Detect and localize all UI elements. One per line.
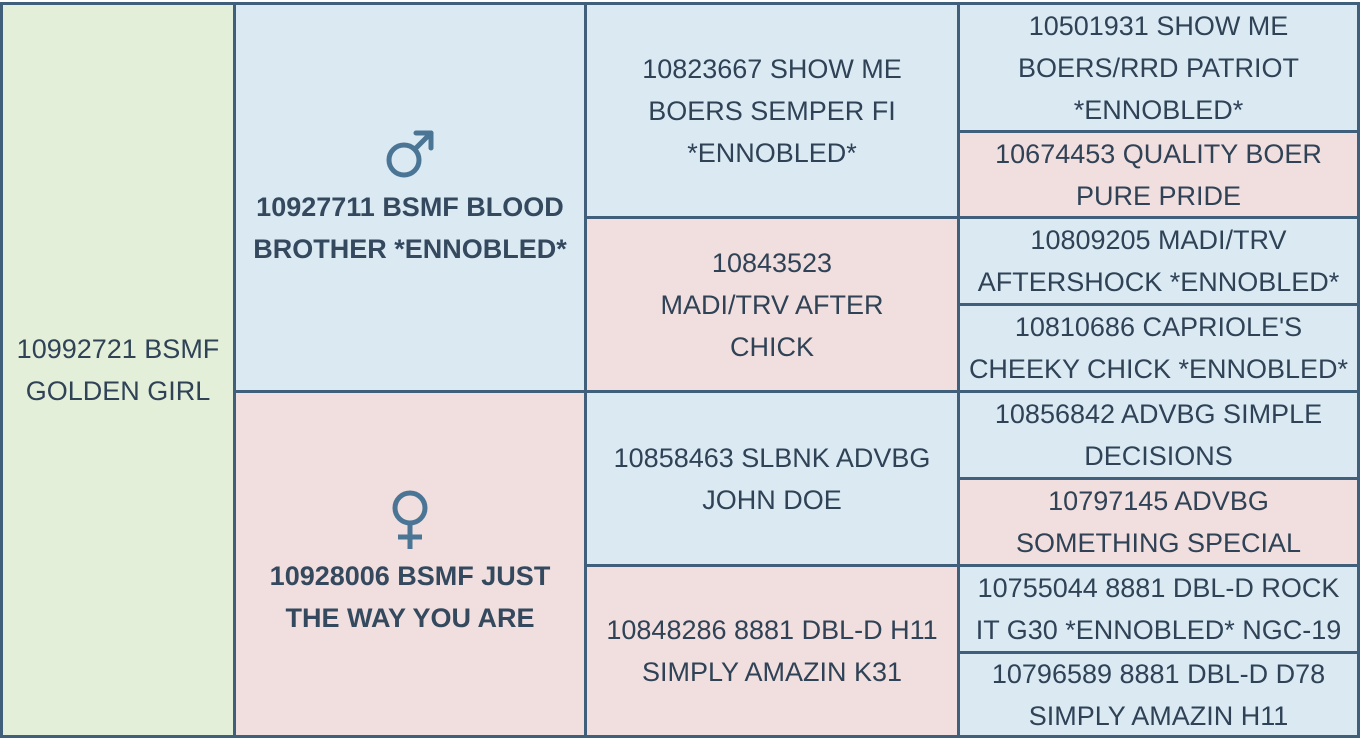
grandparent-cell[interactable]: 10848286 8881 DBL-D H11 SIMPLY AMAZIN K3… xyxy=(584,564,960,738)
grandparent-name: 10858463 SLBNK ADVBG JOHN DOE xyxy=(613,442,931,515)
subject-name: 10992721 BSMF GOLDEN GIRL xyxy=(16,334,220,406)
great-grandparent-cell[interactable]: 10796589 8881 DBL-D D78 SIMPLY AMAZIN H1… xyxy=(957,651,1360,738)
great-grandparent-cell[interactable]: 10856842 ADVBG SIMPLE DECISIONS xyxy=(957,390,1360,480)
male-icon xyxy=(382,126,438,182)
great-grandparent-cell[interactable]: 10755044 8881 DBL-D ROCK IT G30 *ENNOBLE… xyxy=(957,564,1360,654)
great-grandparent-cell[interactable]: 10501931 SHOW ME BOERS/RRD PATRIOT *ENNO… xyxy=(957,2,1360,133)
grandparent-name: 10823667 SHOW ME BOERS SEMPER FI *ENNOBL… xyxy=(642,53,902,168)
great-grandparent-name: 10501931 SHOW ME BOERS/RRD PATRIOT *ENNO… xyxy=(1017,10,1300,125)
great-grandparent-name: 10674453 QUALITY BOER PURE PRIDE xyxy=(995,138,1322,211)
great-grandparent-name: 10810686 CAPRIOLE'S CHEEKY CHICK *ENNOBL… xyxy=(968,312,1349,384)
female-icon xyxy=(388,489,432,551)
great-grandparent-cell[interactable]: 10810686 CAPRIOLE'S CHEEKY CHICK *ENNOBL… xyxy=(957,303,1360,393)
great-grandparent-cell[interactable]: 10797145 ADVBG SOMETHING SPECIAL xyxy=(957,477,1360,567)
grandparent-cell[interactable]: 10843523 MADI/TRV AFTER CHICK xyxy=(584,216,960,393)
great-grandparent-cell[interactable]: 10674453 QUALITY BOER PURE PRIDE xyxy=(957,130,1360,219)
grandparent-name: 10848286 8881 DBL-D H11 SIMPLY AMAZIN K3… xyxy=(606,615,938,687)
subject-cell[interactable]: 10992721 BSMF GOLDEN GIRL xyxy=(0,2,236,738)
grandparent-cell[interactable]: 10823667 SHOW ME BOERS SEMPER FI *ENNOBL… xyxy=(584,2,960,219)
grandparent-cell[interactable]: 10858463 SLBNK ADVBG JOHN DOE xyxy=(584,390,960,567)
grandparent-name: 10843523 MADI/TRV AFTER CHICK xyxy=(660,247,884,362)
great-grandparent-name: 10796589 8881 DBL-D D78 SIMPLY AMAZIN H1… xyxy=(991,658,1326,731)
sire-cell[interactable]: 10927711 BSMF BLOOD BROTHER *ENNOBLED* xyxy=(233,2,587,393)
great-grandparent-name: 10856842 ADVBG SIMPLE DECISIONS xyxy=(994,399,1323,471)
dam-cell[interactable]: 10928006 BSMF JUST THE WAY YOU ARE xyxy=(233,390,587,738)
great-grandparent-name: 10809205 MADI/TRV AFTERSHOCK *ENNOBLED* xyxy=(977,225,1340,297)
dam-name: 10928006 BSMF JUST THE WAY YOU ARE xyxy=(269,561,551,633)
great-grandparent-name: 10797145 ADVBG SOMETHING SPECIAL xyxy=(1015,486,1302,558)
great-grandparent-name: 10755044 8881 DBL-D ROCK IT G30 *ENNOBLE… xyxy=(975,573,1342,645)
sire-name: 10927711 BSMF BLOOD BROTHER *ENNOBLED* xyxy=(253,191,567,264)
great-grandparent-cell[interactable]: 10809205 MADI/TRV AFTERSHOCK *ENNOBLED* xyxy=(957,216,1360,306)
